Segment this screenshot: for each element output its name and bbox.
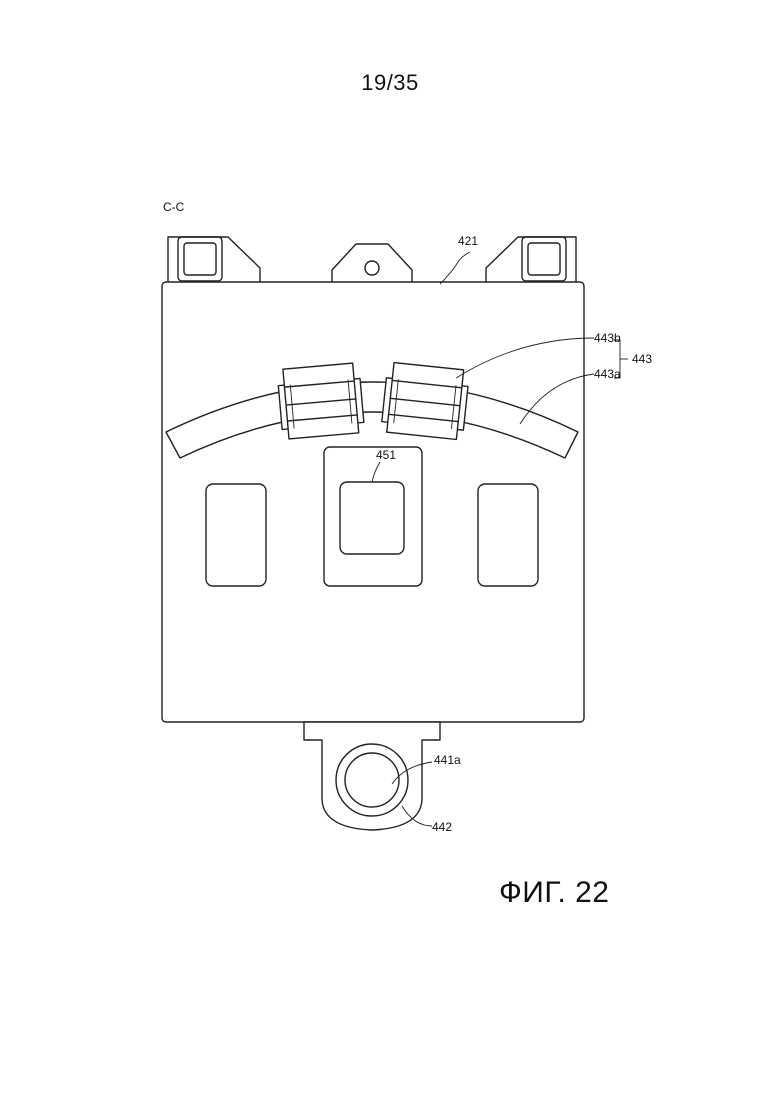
main-plate — [162, 282, 584, 722]
label-window: 451 — [376, 448, 396, 462]
left-slide-block — [277, 363, 365, 440]
section-label: C-C — [163, 200, 185, 214]
center-bracket — [332, 244, 412, 284]
label-assembly: 443 — [632, 352, 652, 366]
label-lower-part: 443a — [594, 367, 621, 381]
label-upper-part: 443b — [594, 331, 621, 345]
label-frame: 421 — [458, 234, 478, 248]
bottom-ring-mount — [304, 722, 440, 830]
right-bracket — [486, 237, 576, 284]
label-ring-inner: 441a — [434, 753, 461, 767]
figure-caption: ФИГ. 22 — [499, 876, 610, 910]
label-ring-outer: 442 — [432, 820, 452, 834]
right-slide-block — [381, 362, 470, 440]
left-bracket — [168, 237, 260, 284]
